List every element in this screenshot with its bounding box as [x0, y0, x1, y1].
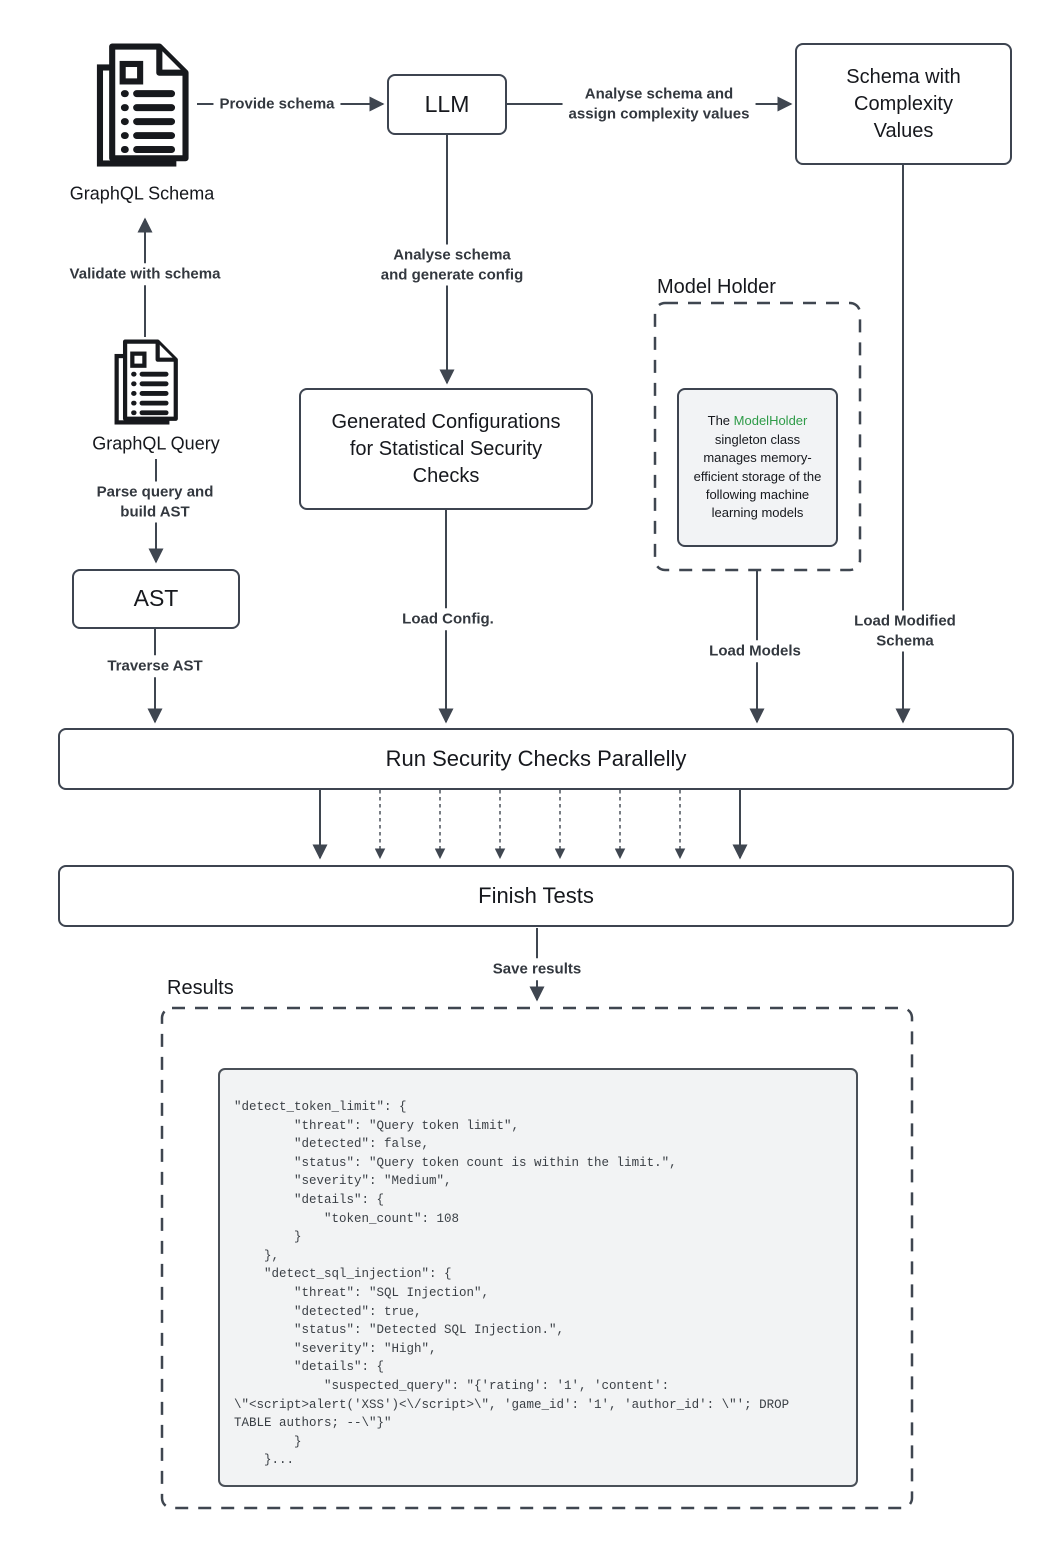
note-after: singleton class manages memory-efficient…	[693, 431, 822, 521]
graphql-schema-document-icon	[86, 38, 196, 172]
model-holder-note-text: The ModelHolder singleton class manages …	[692, 412, 823, 523]
schema-with-complexity-node: Schema with Complexity Values	[795, 43, 1012, 165]
edge-label-traverse-ast: Traverse AST	[101, 655, 209, 677]
edge-label-analyse-assign-complexity: Analyse schema and assign complexity val…	[562, 83, 756, 125]
edge-label-parse-query-build-ast: Parse query and build AST	[90, 481, 220, 523]
edge-label-save-results: Save results	[486, 958, 588, 980]
model-holder-class-name: ModelHolder	[733, 413, 808, 429]
model-holder-title: Model Holder	[657, 276, 776, 299]
finish-tests-node: Finish Tests	[58, 865, 1014, 927]
edge-label-load-models: Load Models	[703, 640, 807, 662]
graphql-query-document-icon	[107, 336, 183, 428]
graphql-query-label: GraphQL Query	[92, 433, 220, 455]
edge-label-provide-schema: Provide schema	[213, 93, 341, 115]
edge-label-validate-with-schema: Validate with schema	[63, 263, 227, 285]
llm-node: LLM	[387, 74, 507, 135]
ast-node: AST	[72, 569, 240, 629]
edge-label-load-modified-schema: Load Modified Schema	[848, 610, 962, 652]
note-before: The	[707, 413, 734, 429]
model-holder-container	[653, 301, 862, 572]
model-holder-note: The ModelHolder singleton class manages …	[677, 388, 838, 547]
results-json-code-block: "detect_token_limit": { "threat": "Query…	[218, 1068, 858, 1487]
graphql-schema-label: GraphQL Schema	[69, 183, 215, 205]
generated-configurations-node: Generated Configurations for Statistical…	[299, 388, 593, 510]
run-security-checks-node: Run Security Checks Parallelly	[58, 728, 1014, 790]
results-title: Results	[167, 977, 234, 1000]
edge-label-load-config: Load Config.	[396, 608, 500, 630]
edge-label-analyse-generate-config: Analyse schema and generate config	[374, 244, 530, 286]
